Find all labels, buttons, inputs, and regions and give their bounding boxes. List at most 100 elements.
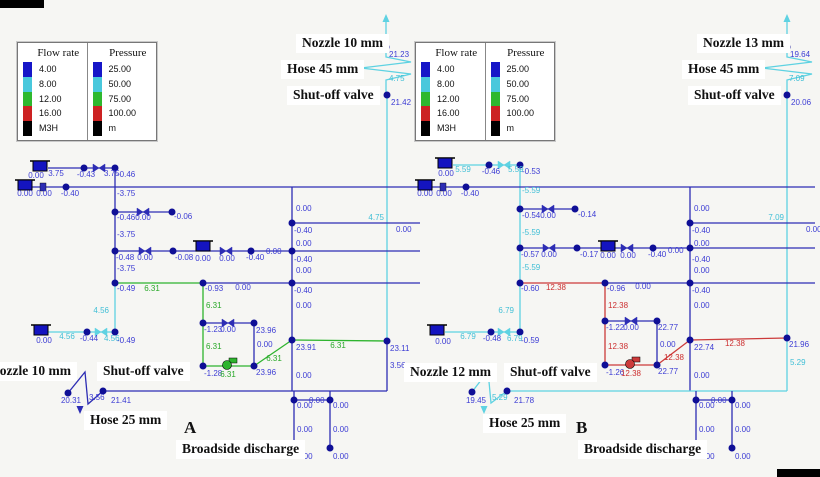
legend-tick-label: 100.00 (506, 108, 535, 119)
color-scale-bar-icon (490, 62, 500, 136)
value-label: 0.00 (296, 371, 312, 380)
junction-node (516, 161, 524, 169)
flow-arrow-icon (382, 14, 390, 22)
value-label: -0.40 (61, 189, 80, 198)
value-label: 22.77 (658, 323, 679, 332)
junction-node (692, 396, 700, 404)
value-label: 4.75 (389, 74, 405, 83)
legend-tick-label: 4.00 (437, 64, 455, 74)
junction-node (653, 317, 661, 325)
legend-tick-label: 25.00 (506, 64, 530, 74)
value-label: 6.31 (266, 354, 282, 363)
color-scale-bar-icon (92, 62, 102, 136)
color-segment (421, 76, 430, 92)
value-label: -0.48 (116, 253, 135, 262)
value-label: -1.23 (204, 325, 223, 334)
junction-node (168, 208, 176, 216)
value-label: -0.59 (521, 336, 540, 345)
value-label: 0.00 (296, 239, 312, 248)
value-label: 0.00 (135, 213, 151, 222)
value-label: 12.38 (725, 339, 746, 348)
valve-icon (541, 204, 555, 214)
junction-node (288, 336, 296, 344)
value-label: 0.00 (436, 189, 452, 198)
value-label: -0.49 (117, 284, 136, 293)
value-label: 6.79 (460, 332, 476, 341)
value-label: -0.06 (174, 212, 193, 221)
legend-tick-label: 8.00 (39, 78, 57, 89)
value-label: -0.46 (117, 170, 136, 179)
junction-node (516, 279, 524, 287)
junction-node (487, 328, 495, 336)
value-label: 21.78 (514, 396, 535, 405)
value-label: -0.40 (461, 189, 480, 198)
junction-node (111, 279, 119, 287)
junction-node (326, 396, 334, 404)
value-label: 0.00 (694, 239, 710, 248)
value-label: -0.14 (578, 210, 597, 219)
value-label: -0.40 (648, 250, 667, 259)
value-label: -0.40 (294, 255, 313, 264)
color-segment (23, 121, 32, 136)
pump-icon (222, 360, 232, 370)
value-label: 0.00 (36, 189, 52, 198)
junction-node (686, 219, 694, 227)
value-label: -0.44 (80, 334, 99, 343)
color-segment (23, 76, 32, 92)
top-left-black-bar (0, 0, 44, 8)
value-label: -0.40 (692, 255, 711, 264)
color-segment (92, 76, 102, 92)
value-label: 0.00 (540, 211, 556, 220)
valve-icon (497, 327, 511, 337)
legend-tick-label: M3H (437, 123, 457, 134)
value-label: 0.00 (220, 325, 236, 334)
junction-node (290, 396, 298, 404)
junction-node (169, 247, 177, 255)
tank-icon (17, 179, 33, 191)
color-segment (490, 121, 500, 136)
value-label: 0.00 (699, 401, 715, 410)
junction-node (516, 328, 524, 336)
value-label: -1.28 (204, 369, 223, 378)
flow-arrow-icon (783, 14, 791, 22)
tank-icon (417, 179, 433, 191)
legend-tick-label: 4.00 (39, 64, 57, 74)
value-label: -0.53 (522, 167, 541, 176)
value-label: 0.00 (620, 251, 636, 260)
value-label: 0.00 (235, 283, 251, 292)
value-label: 0.00 (600, 251, 616, 260)
junction-node (83, 328, 91, 336)
value-label: 0.00 (699, 425, 715, 434)
junction-node (503, 387, 511, 395)
junction-node (288, 279, 296, 287)
callout-label-broadside-a: Broadside discharge (176, 440, 306, 459)
value-label: 0.00 (660, 340, 676, 349)
junction-node (516, 244, 524, 252)
value-label: 22.74 (694, 343, 715, 352)
junction-node (247, 247, 255, 255)
legend-tick-label: 16.00 (39, 108, 62, 119)
valve-icon (620, 243, 634, 253)
value-label: 3.56 (390, 361, 406, 370)
legend-title: Pressure (109, 47, 147, 59)
value-label: 20.31 (61, 396, 82, 405)
legend-tick-label: 12.00 (437, 93, 460, 104)
tank-icon (429, 324, 445, 336)
legend-title: Pressure (507, 47, 545, 59)
value-label: 4.56 (104, 334, 120, 343)
color-scale-bar-icon (421, 62, 430, 136)
value-label: 12.38 (546, 283, 567, 292)
pipe (689, 337, 788, 341)
junction-node (686, 244, 694, 252)
value-label: 0.00 (694, 301, 710, 310)
value-label: 0.00 (297, 425, 313, 434)
value-label: 7.09 (789, 74, 805, 83)
